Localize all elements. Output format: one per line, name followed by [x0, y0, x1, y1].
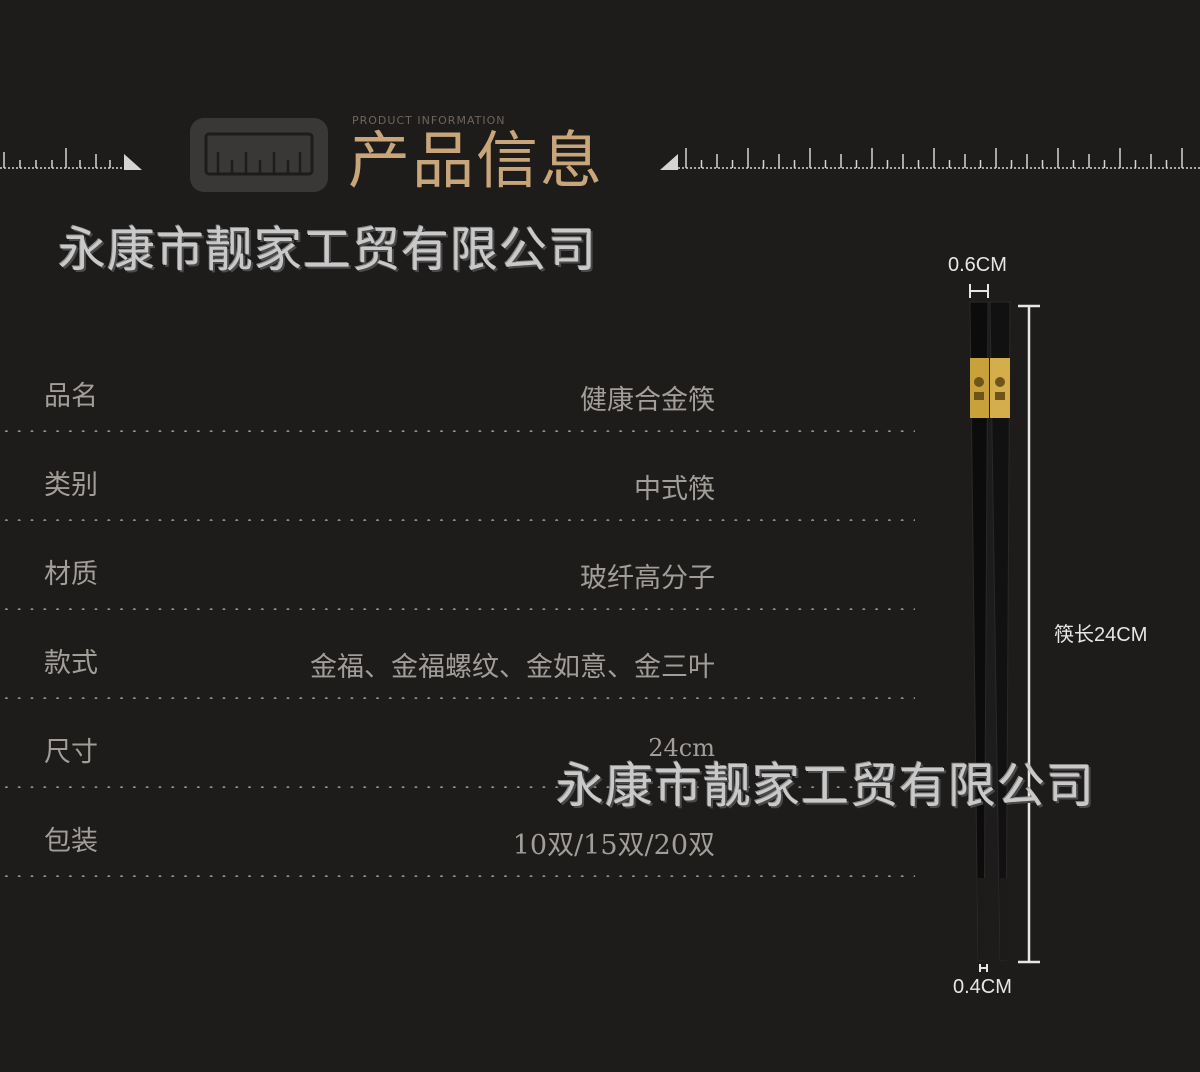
company-watermark-bottom: 永康市靓家工贸有限公司 — [556, 758, 1096, 814]
spec-value: 健康合金筷 — [580, 385, 715, 416]
ruler-right-decoration — [660, 148, 1200, 170]
spec-row-category: 类别 中式筷 — [0, 463, 915, 552]
company-watermark-top: 永康市靓家工贸有限公司 — [58, 222, 598, 278]
dotted-divider — [0, 875, 915, 877]
spec-row-material: 材质 玻纤高分子 — [0, 552, 915, 641]
ruler-icon — [190, 118, 328, 192]
spec-row-name: 品名 健康合金筷 — [0, 374, 915, 463]
dotted-divider — [0, 430, 915, 432]
spec-value: 玻纤高分子 — [580, 563, 715, 594]
spec-value: 10双/15双/20双 — [512, 830, 715, 861]
spec-value: 中式筷 — [634, 474, 715, 505]
ruler-left-decoration — [0, 148, 142, 170]
bottom-width-label: 0.4CM — [953, 976, 1012, 998]
dotted-divider — [0, 697, 915, 699]
header-subtitle: PRODUCT INFORMATION — [352, 114, 506, 127]
dotted-divider — [0, 786, 915, 788]
spec-value: 金福、金福螺纹、金如意、金三叶 — [310, 652, 715, 683]
page-title: 产品信息 — [348, 124, 605, 197]
length-label: 筷长24CM — [1054, 624, 1148, 646]
spec-label: 尺寸 — [44, 737, 98, 768]
spec-value: 24cm — [648, 734, 715, 762]
chopsticks-image — [969, 284, 1040, 972]
spec-row-packaging: 包装 10双/15双/20双 — [0, 819, 915, 908]
spec-label: 品名 — [44, 381, 98, 412]
top-width-label: 0.6CM — [948, 254, 1007, 276]
spec-label: 包装 — [44, 826, 98, 857]
spec-row-style: 款式 金福、金福螺纹、金如意、金三叶 — [0, 641, 915, 730]
dotted-divider — [0, 608, 915, 610]
spec-label: 类别 — [44, 470, 98, 501]
dotted-divider — [0, 519, 915, 521]
spec-label: 款式 — [44, 648, 98, 679]
spec-label: 材质 — [44, 559, 98, 590]
spec-row-size: 尺寸 24cm — [0, 730, 915, 819]
